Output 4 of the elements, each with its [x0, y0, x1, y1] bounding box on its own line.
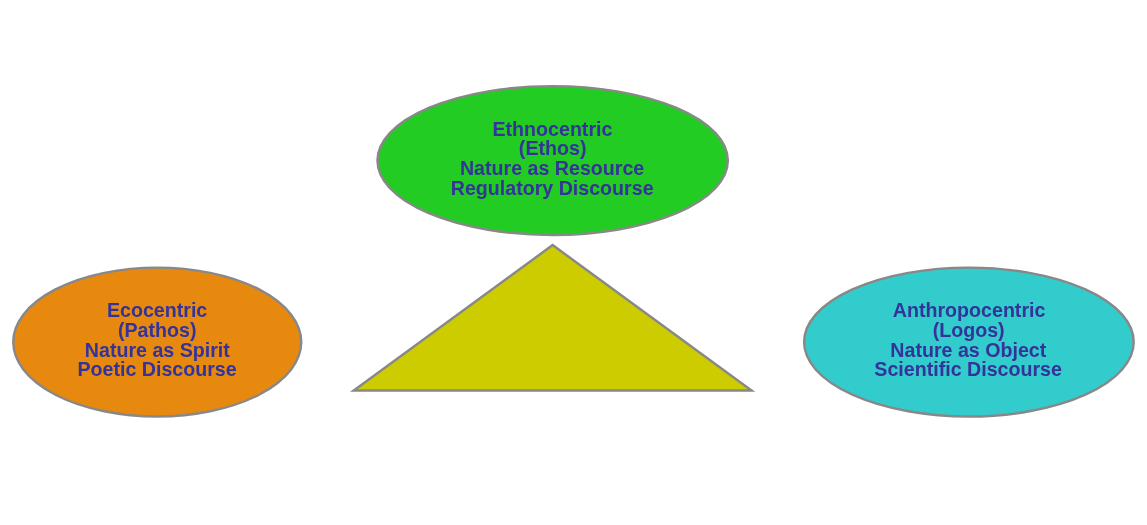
node-ellipse: Anthropocentric (Logos) Nature as Object Scientific Discourse: [802, 266, 1135, 418]
node-triangle: [349, 243, 756, 392]
node-ellipse: Ecocentric (Pathos) Nature as Spirit Poetic Discourse: [12, 266, 303, 418]
node-ellipse: Ethnocentric (Ethos) Nature as Resource Regulatory Discourse: [376, 84, 730, 237]
